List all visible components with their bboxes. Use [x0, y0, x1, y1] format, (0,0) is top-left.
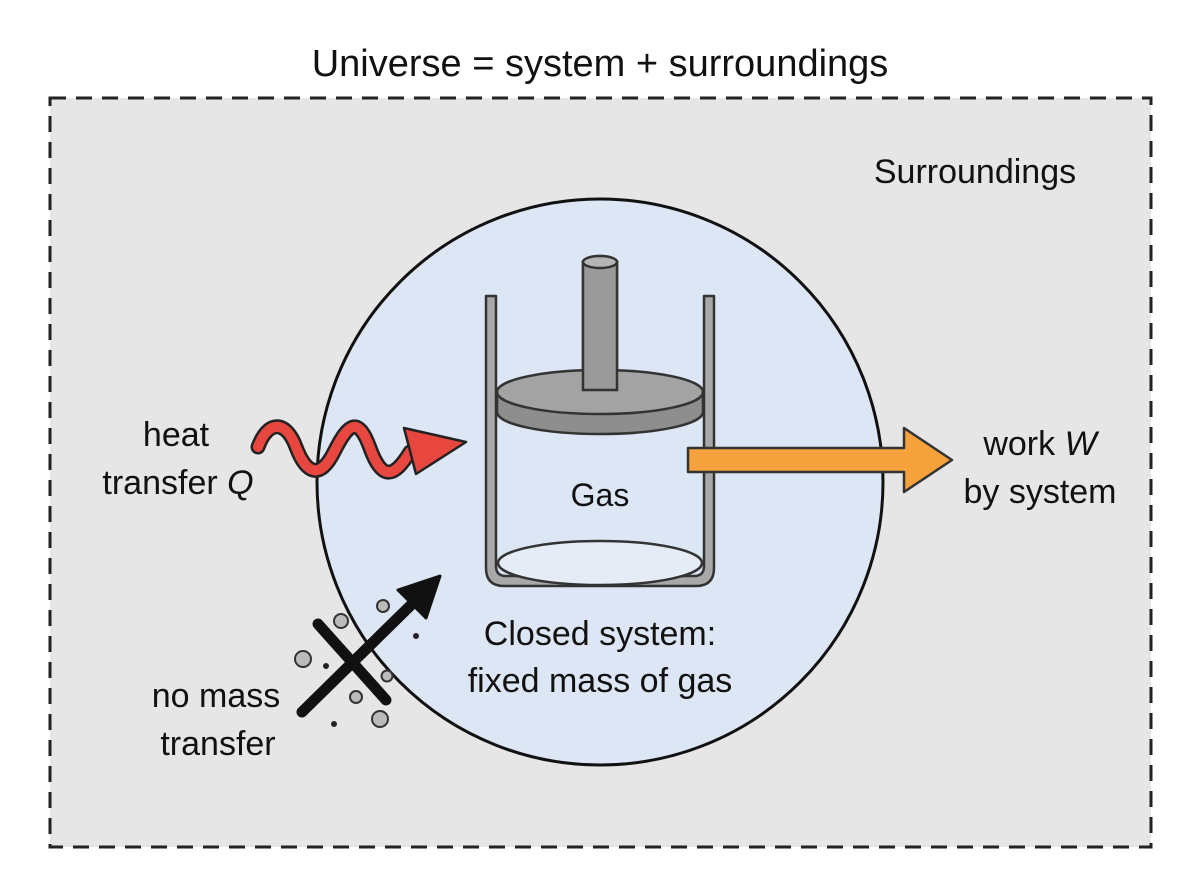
closed-system-line2: fixed mass of gas — [468, 662, 733, 700]
work-arrow-icon — [686, 426, 954, 494]
gas-particles — [294, 599, 394, 728]
work-label-line1: work W — [982, 425, 1099, 463]
work-symbol-w: W — [1065, 425, 1100, 463]
mass-blocked-cross-arrow-icon — [294, 574, 442, 728]
piston-rod-cap — [581, 254, 619, 270]
no-mass-label-line1: no mass — [152, 677, 281, 715]
diagram-title: Universe = system + surroundings — [312, 43, 889, 85]
piston-cylinder-icon — [484, 254, 716, 588]
work-label-prefix: work — [982, 425, 1064, 463]
cylinder-wall — [484, 294, 716, 588]
piston-rod-front — [581, 260, 619, 392]
system-boundary-circle — [315, 197, 885, 767]
heat-label-line2: transfer Q — [102, 464, 253, 502]
wavy-heat-arrow-icon — [250, 419, 468, 480]
heat-label-prefix: transfer — [102, 464, 227, 502]
surroundings-label: Surroundings — [874, 153, 1076, 191]
gas-label: Gas — [571, 477, 630, 513]
small-particles — [323, 633, 419, 727]
heat-label-line1: heat — [143, 416, 210, 454]
work-label-line2: by system — [963, 473, 1116, 511]
cylinder-bottom — [496, 539, 704, 587]
no-mass-label-line2: transfer — [160, 725, 275, 763]
closed-system-line1: Closed system: — [484, 615, 716, 653]
heat-symbol-q: Q — [227, 464, 253, 502]
